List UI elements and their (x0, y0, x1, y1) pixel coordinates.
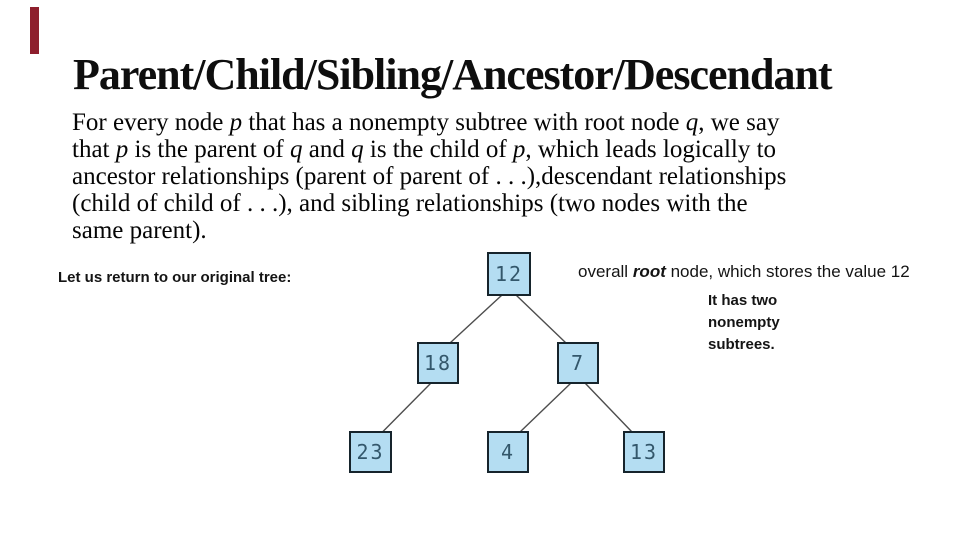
text-segment: q (290, 136, 303, 163)
slide-title: Parent/Child/Sibling/Ancestor/Descendant (73, 50, 833, 99)
note-line: subtrees. (708, 336, 775, 353)
note-subtrees-text: It has two nonempty subtrees. (708, 290, 780, 356)
text-segment: node, which stores the value 12 (665, 262, 910, 281)
text-segment: that (72, 136, 116, 163)
caption-left-text: Let us return to our original tree: (58, 269, 292, 286)
text-segment: q (685, 109, 699, 136)
tree-node-7: 7 (557, 342, 599, 384)
text-segment: , which leads logically to (525, 136, 777, 163)
tree-edge-7-13 (584, 382, 633, 433)
text-segment: ancestor relationships (parent of parent… (72, 163, 787, 190)
tree-edge-12-18 (449, 294, 503, 344)
text-segment: that has a nonempty subtree with root no… (242, 109, 686, 136)
caption-right-text: overall root node, which stores the valu… (578, 262, 910, 282)
body-line: (child of child of . . .), and sibling r… (72, 190, 912, 217)
body-line: that p is the parent of q and q is the c… (72, 136, 912, 163)
tree-edge-12-7 (515, 294, 567, 344)
text-segment: root (632, 262, 666, 281)
text-segment: same parent). (72, 217, 207, 244)
body-paragraph: For every node p that has a nonempty sub… (72, 109, 912, 244)
note-line: It has two (708, 292, 778, 309)
tree-node-12: 12 (487, 252, 531, 296)
body-line: same parent). (72, 217, 912, 244)
text-segment: q (351, 136, 364, 163)
text-segment: p (512, 136, 526, 163)
body-line: For every node p that has a nonempty sub… (72, 109, 912, 136)
tree-node-18: 18 (417, 342, 459, 384)
tree-node-4: 4 (487, 431, 529, 473)
tree-node-13: 13 (623, 431, 665, 473)
tree-edge-18-23 (382, 382, 432, 433)
text-segment: and (302, 136, 352, 163)
text-segment: is the child of (363, 136, 513, 163)
text-segment: For every node (72, 109, 230, 136)
text-segment: , we say (698, 109, 780, 136)
text-segment: is the parent of (128, 136, 291, 163)
tree-edge-7-4 (519, 382, 572, 433)
text-segment: p (115, 136, 129, 163)
text-segment: p (229, 109, 243, 136)
body-line: ancestor relationships (parent of parent… (72, 163, 912, 190)
text-segment: (child of child of . . .), and sibling r… (72, 190, 748, 217)
accent-bar (30, 7, 39, 54)
tree-node-23: 23 (349, 431, 392, 473)
note-line: nonempty (708, 314, 780, 331)
text-segment: overall (578, 262, 633, 281)
